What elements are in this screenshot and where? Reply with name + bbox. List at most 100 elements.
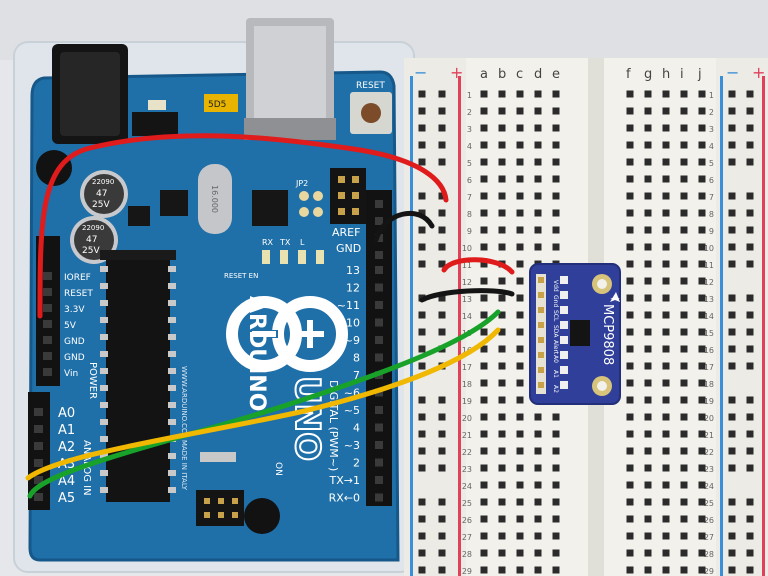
- breadboard-hole[interactable]: [680, 226, 688, 234]
- rail-hole[interactable]: [746, 226, 754, 234]
- breadboard-hole[interactable]: [644, 141, 652, 149]
- header-socket[interactable]: [375, 266, 383, 274]
- rail-hole[interactable]: [728, 192, 736, 200]
- breadboard-hole[interactable]: [480, 549, 488, 557]
- breadboard-hole[interactable]: [662, 566, 670, 574]
- breadboard-hole[interactable]: [626, 260, 634, 268]
- breadboard-hole[interactable]: [698, 430, 706, 438]
- header-socket[interactable]: [375, 476, 383, 484]
- breadboard-hole[interactable]: [626, 141, 634, 149]
- wire-black-sensor-gnd[interactable]: [419, 288, 515, 303]
- breadboard-hole[interactable]: [626, 413, 634, 421]
- breadboard-hole[interactable]: [680, 566, 688, 574]
- breadboard-hole[interactable]: [626, 549, 634, 557]
- rail-hole[interactable]: [746, 447, 754, 455]
- breadboard-hole[interactable]: [534, 498, 542, 506]
- breadboard-hole[interactable]: [644, 430, 652, 438]
- rail-hole[interactable]: [438, 226, 446, 234]
- breadboard-hole[interactable]: [698, 192, 706, 200]
- rail-hole[interactable]: [438, 498, 446, 506]
- breadboard-hole[interactable]: [626, 430, 634, 438]
- breadboard-hole[interactable]: [552, 192, 560, 200]
- breadboard-hole[interactable]: [498, 413, 506, 421]
- rail-hole[interactable]: [746, 192, 754, 200]
- rail-hole[interactable]: [418, 430, 426, 438]
- breadboard-hole[interactable]: [662, 277, 670, 285]
- breadboard-hole[interactable]: [644, 464, 652, 472]
- breadboard-hole[interactable]: [480, 515, 488, 523]
- breadboard-hole[interactable]: [480, 379, 488, 387]
- breadboard-hole[interactable]: [680, 447, 688, 455]
- breadboard-hole[interactable]: [498, 447, 506, 455]
- breadboard-hole[interactable]: [498, 175, 506, 183]
- breadboard-hole[interactable]: [480, 90, 488, 98]
- breadboard-hole[interactable]: [534, 141, 542, 149]
- breadboard-hole[interactable]: [552, 107, 560, 115]
- breadboard-hole[interactable]: [644, 328, 652, 336]
- breadboard-hole[interactable]: [498, 226, 506, 234]
- header-socket[interactable]: [375, 301, 383, 309]
- header-socket[interactable]: [43, 336, 52, 344]
- rail-hole[interactable]: [728, 90, 736, 98]
- rail-hole[interactable]: [438, 90, 446, 98]
- rail-hole[interactable]: [418, 209, 426, 217]
- breadboard-hole[interactable]: [680, 311, 688, 319]
- breadboard-hole[interactable]: [498, 124, 506, 132]
- breadboard-hole[interactable]: [626, 447, 634, 455]
- breadboard-hole[interactable]: [662, 243, 670, 251]
- breadboard-hole[interactable]: [480, 566, 488, 574]
- breadboard-hole[interactable]: [698, 90, 706, 98]
- breadboard-hole[interactable]: [480, 498, 488, 506]
- breadboard-hole[interactable]: [698, 413, 706, 421]
- breadboard-hole[interactable]: [480, 430, 488, 438]
- header-socket[interactable]: [375, 336, 383, 344]
- rail-hole[interactable]: [438, 209, 446, 217]
- breadboard-hole[interactable]: [644, 549, 652, 557]
- header-socket[interactable]: [375, 458, 383, 467]
- rail-hole[interactable]: [746, 107, 754, 115]
- breadboard-hole[interactable]: [516, 311, 524, 319]
- breadboard-hole[interactable]: [534, 532, 542, 540]
- rail-hole[interactable]: [418, 226, 426, 234]
- breadboard-hole[interactable]: [662, 192, 670, 200]
- breadboard-hole[interactable]: [698, 277, 706, 285]
- breadboard-hole[interactable]: [516, 90, 524, 98]
- breadboard-hole[interactable]: [698, 328, 706, 336]
- breadboard-hole[interactable]: [516, 328, 524, 336]
- breadboard-hole[interactable]: [626, 192, 634, 200]
- sensor-pin[interactable]: [538, 382, 544, 388]
- breadboard-hole[interactable]: [498, 430, 506, 438]
- rail-hole[interactable]: [746, 362, 754, 370]
- header-socket[interactable]: [375, 441, 383, 449]
- breadboard-hole[interactable]: [552, 141, 560, 149]
- rail-hole[interactable]: [728, 464, 736, 472]
- rail-hole[interactable]: [438, 447, 446, 455]
- breadboard-hole[interactable]: [698, 498, 706, 506]
- rail-hole[interactable]: [746, 532, 754, 540]
- breadboard-hole[interactable]: [498, 243, 506, 251]
- rail-hole[interactable]: [438, 158, 446, 166]
- sensor-pin[interactable]: [538, 367, 544, 373]
- breadboard-hole[interactable]: [480, 413, 488, 421]
- breadboard-hole[interactable]: [480, 107, 488, 115]
- breadboard-hole[interactable]: [680, 515, 688, 523]
- breadboard-hole[interactable]: [498, 158, 506, 166]
- rail-hole[interactable]: [438, 413, 446, 421]
- breadboard-hole[interactable]: [698, 294, 706, 302]
- breadboard-hole[interactable]: [480, 158, 488, 166]
- breadboard-hole[interactable]: [662, 294, 670, 302]
- breadboard-hole[interactable]: [626, 311, 634, 319]
- breadboard-hole[interactable]: [698, 260, 706, 268]
- breadboard-hole[interactable]: [626, 396, 634, 404]
- breadboard-hole[interactable]: [680, 481, 688, 489]
- breadboard-hole[interactable]: [552, 532, 560, 540]
- rail-hole[interactable]: [746, 311, 754, 319]
- breadboard-hole[interactable]: [680, 413, 688, 421]
- header-socket[interactable]: [375, 217, 383, 225]
- breadboard-hole[interactable]: [644, 107, 652, 115]
- breadboard-hole[interactable]: [534, 481, 542, 489]
- breadboard-hole[interactable]: [516, 124, 524, 132]
- breadboard-hole[interactable]: [644, 566, 652, 574]
- rail-hole[interactable]: [728, 345, 736, 353]
- breadboard-hole[interactable]: [516, 430, 524, 438]
